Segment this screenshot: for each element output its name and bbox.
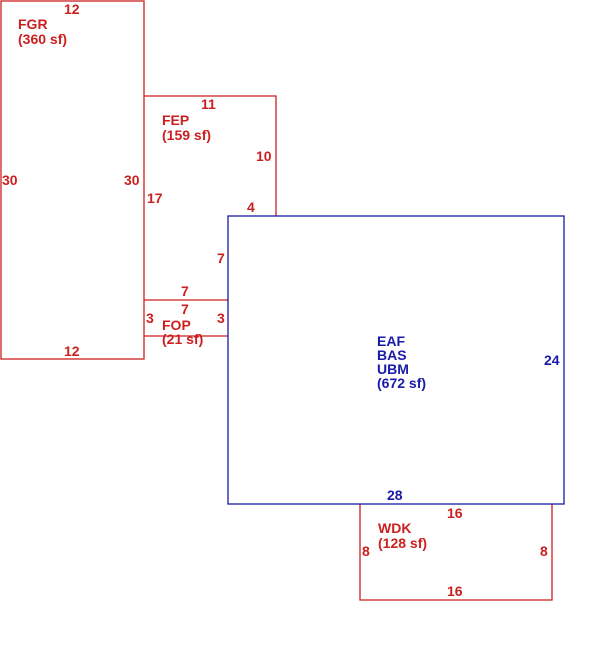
fgr-outline xyxy=(0,0,145,360)
wdk-dim-bottom: 16 xyxy=(447,583,463,599)
fgr-area-label: (360 sf) xyxy=(18,31,67,47)
wdk-area-label: (128 sf) xyxy=(378,535,427,551)
fgr-dim-top: 12 xyxy=(64,1,80,17)
fop-dim-top: 7 xyxy=(181,301,189,317)
wdk-outline xyxy=(359,504,553,601)
fep-dim-notch: 4 xyxy=(247,199,255,215)
fop-code-label: FOP xyxy=(162,317,191,333)
wdk-dim-right: 8 xyxy=(540,543,548,559)
fgr-dim-right: 30 xyxy=(124,172,140,188)
fep-dim-top: 11 xyxy=(201,96,216,112)
fgr-code-label: FGR xyxy=(18,16,48,32)
main-area-outline xyxy=(227,215,565,505)
main-code-line-2: BAS xyxy=(377,347,407,363)
fep-code-label: FEP xyxy=(162,112,189,128)
fop-area-label: (21 sf) xyxy=(162,331,203,347)
main-code-line-1: EAF xyxy=(377,333,405,349)
wdk-dim-left: 8 xyxy=(362,543,370,559)
wdk-dim-top: 16 xyxy=(447,505,463,521)
main-dim-bottom: 28 xyxy=(387,487,403,503)
fep-area-label: (159 sf) xyxy=(162,127,211,143)
wdk-code-label: WDK xyxy=(378,520,411,536)
main-code-line-3: UBM xyxy=(377,361,409,377)
fep-dim-step: 7 xyxy=(217,250,225,266)
fep-dim-right: 10 xyxy=(256,148,272,164)
fgr-dim-left: 30 xyxy=(2,172,18,188)
fop-dim-right: 3 xyxy=(217,310,225,326)
fep-dim-left: 17 xyxy=(147,190,163,206)
fep-outline xyxy=(144,95,277,216)
fop-dim-left: 3 xyxy=(146,310,154,326)
main-area-label: (672 sf) xyxy=(377,375,426,391)
fep-dim-bottom: 7 xyxy=(181,283,189,299)
main-dim-right: 24 xyxy=(544,352,560,368)
fgr-dim-bottom: 12 xyxy=(64,343,80,359)
